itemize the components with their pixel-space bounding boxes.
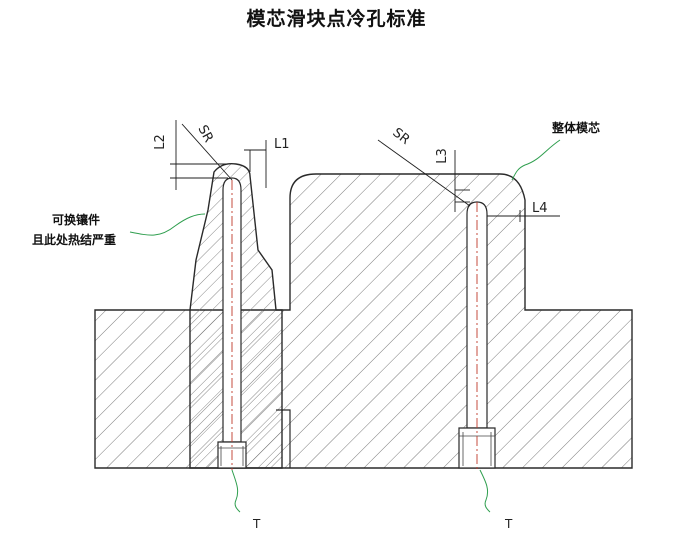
insert-leader	[129, 213, 206, 236]
l2-label: L2	[153, 134, 168, 150]
dimension-l3	[454, 150, 470, 212]
dimension-l1	[244, 140, 267, 188]
sr-left-leader	[181, 123, 233, 181]
l4-label: L4	[532, 201, 548, 216]
t-left-leader	[231, 469, 241, 513]
base-plate-with-integral-core	[94, 173, 633, 469]
dimension-l2	[170, 120, 228, 190]
core-note: 整体模芯	[551, 120, 600, 135]
t-left-label: T	[252, 517, 261, 531]
l1-label: L1	[274, 137, 290, 152]
insert-seat-step	[276, 409, 291, 468]
l3-label: L3	[435, 148, 450, 164]
sr-right-label: SR	[390, 125, 413, 147]
page-title: 模芯滑块点冷孔标准	[246, 8, 427, 30]
sr-right-leader	[377, 139, 471, 207]
dimension-l4	[487, 210, 560, 222]
thread-left-marks	[218, 446, 246, 466]
core-leader	[511, 139, 561, 181]
insert-note-line2: 且此处热结严重	[32, 232, 116, 247]
t-right-label: T	[504, 517, 513, 531]
t-right-leader	[479, 469, 491, 513]
sr-left-label: SR	[194, 123, 215, 145]
thread-right	[458, 427, 496, 469]
insert-note-line1: 可换镶件	[52, 212, 100, 227]
